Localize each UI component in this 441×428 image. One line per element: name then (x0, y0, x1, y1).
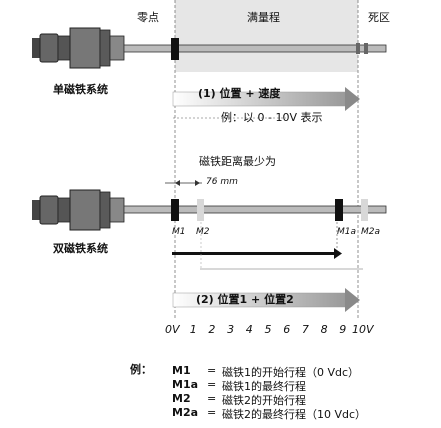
m1-travel-head (334, 248, 342, 259)
rod-single-end-1 (356, 43, 360, 54)
rod-single (123, 44, 387, 53)
legend-key: M2a (172, 406, 199, 419)
scale-tick-label: 1 (189, 323, 197, 336)
min-distance-label: 磁铁距离最少为 (199, 155, 276, 168)
rod-single-end-2 (364, 43, 368, 54)
legend-row: M1a = 磁铁1的最终行程 (0, 378, 441, 393)
magnet-m1 (171, 199, 179, 221)
legend-desc: 磁铁1的开始行程（0 Vdc） (222, 366, 360, 379)
magnet-m2-ghost (197, 199, 204, 221)
arrow1-head (345, 87, 360, 111)
single-system-label: 单磁铁系统 (53, 83, 108, 96)
scale-tick-label: 8 (320, 323, 328, 336)
m1-label: M1 (172, 227, 186, 237)
m2-label: M2 (196, 227, 210, 237)
legend-equals: = (207, 378, 217, 391)
scale-tick-label: 6 (283, 323, 291, 336)
legend-key: M2 (172, 392, 191, 405)
scale-tick-label: 3 (227, 323, 235, 336)
scale-tick-label: 5 (264, 323, 272, 336)
scale-tick-label: 7 (301, 323, 309, 336)
arrow2-head (345, 288, 360, 312)
legend-row: M1 = 磁铁1的开始行程（0 Vdc） (0, 364, 441, 379)
sensor-double-body (32, 189, 125, 231)
scale-tick-label: 4 (245, 323, 253, 336)
double-system-label: 双磁铁系统 (53, 242, 108, 255)
scale-tick-label: 9 (339, 323, 347, 336)
arrow2-label: (2) 位置1 + 位置2 (196, 293, 294, 306)
legend-desc: 磁铁1的最终行程 (222, 380, 306, 393)
legend-desc: 磁铁2的开始行程 (222, 394, 306, 407)
distance-arrow-left (175, 180, 180, 186)
legend-key: M1a (172, 378, 199, 391)
m2a-label: M2a (361, 227, 381, 237)
arrow1-example: 例：以 0 - 10V 表示 (221, 111, 323, 124)
magnet-m2a-ghost (361, 199, 368, 221)
legend-equals: = (207, 392, 217, 405)
distance-value: 76 mm (206, 177, 238, 187)
m1a-label: M1a (337, 227, 357, 237)
scale-tick-label: 10V (352, 323, 374, 336)
legend-key: M1 (172, 364, 191, 377)
legend-desc: 磁铁2的最终行程（10 Vdc） (222, 408, 367, 421)
magnet-single (171, 38, 179, 60)
rod-double (123, 205, 387, 214)
legend-prefix: 例： (130, 363, 152, 376)
legend-row: M2 = 磁铁2的开始行程 (0, 392, 441, 407)
full-range-band (175, 0, 358, 72)
zero-point-label: 零点 (137, 11, 159, 24)
legend-row: M2a = 磁铁2的最终行程（10 Vdc） (0, 406, 441, 421)
sensor-single-body (32, 27, 125, 69)
scale-tick-label: 0V (165, 323, 180, 336)
dead-zone-label: 死区 (368, 11, 390, 24)
m2-travel-line (200, 268, 363, 270)
distance-arrow-right (195, 180, 200, 186)
legend-equals: = (207, 406, 217, 419)
arrow1-label: (1) 位置 + 速度 (198, 87, 281, 100)
m1-travel-line (172, 252, 334, 255)
legend-equals: = (207, 364, 217, 377)
full-range-label: 满量程 (247, 11, 280, 24)
magnet-m1a (335, 199, 343, 221)
scale-tick-label: 2 (208, 323, 216, 336)
